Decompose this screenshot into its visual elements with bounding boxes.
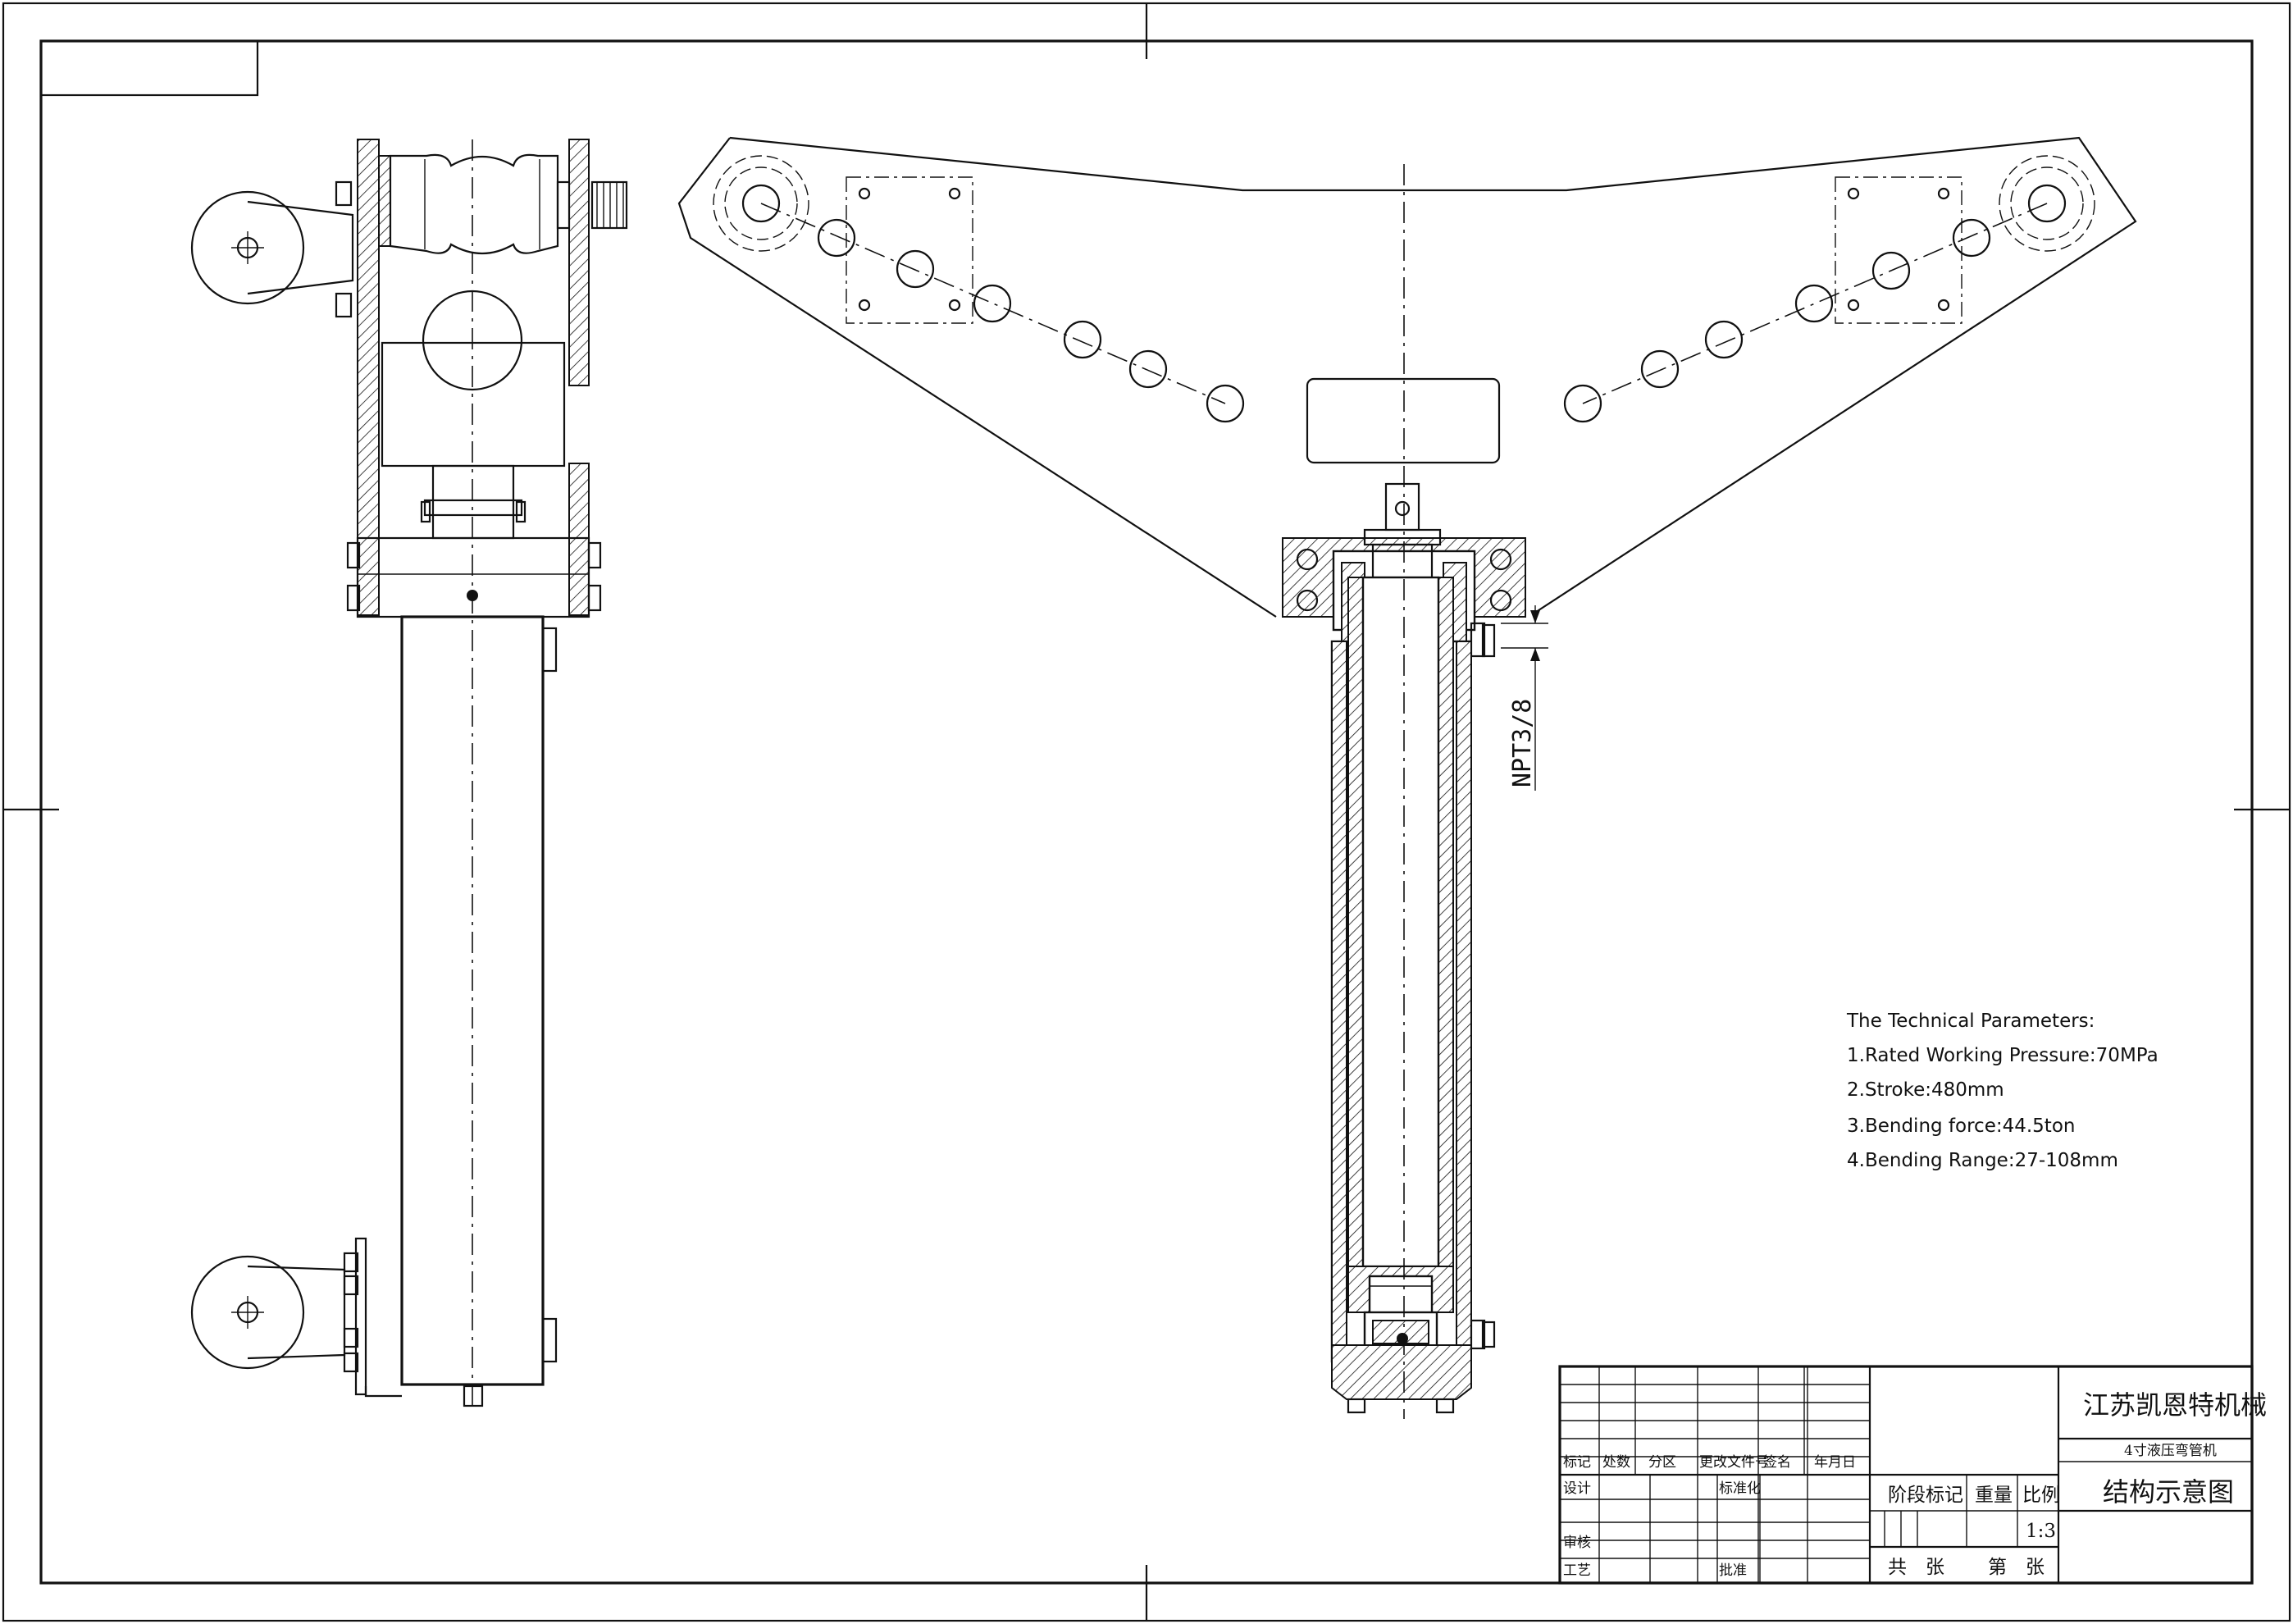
- npt-port-dimension: [1501, 605, 1548, 791]
- param-item: 3.Bending force:44.5ton: [1847, 1115, 2075, 1137]
- param-item: 2.Stroke:480mm: [1847, 1079, 2004, 1101]
- process-label: 工艺: [1563, 1562, 1591, 1579]
- npt-thread-label: NPT3/8: [1508, 699, 1537, 787]
- approval-label: 批准: [1719, 1562, 1747, 1579]
- designer-label: 设计: [1563, 1480, 1591, 1497]
- rev-header-sign: 签名: [1763, 1454, 1791, 1471]
- technical-parameters: The Technical Parameters: 1.Rated Workin…: [1846, 1010, 2159, 1171]
- param-item: 4.Bending Range:27-108mm: [1847, 1150, 2118, 1171]
- rev-header-count: 处数: [1602, 1454, 1630, 1471]
- rev-header-date: 年月日: [1814, 1454, 1856, 1471]
- scale-value: 1:3: [2026, 1521, 2056, 1542]
- title-block: 标记 处数 分区 更改文件号 签名 年月日 设计 标准化 审核 工艺 批准 阶段…: [1558, 1365, 2267, 1585]
- adjustment-holes-right: [1563, 203, 2048, 423]
- weight-label: 重量: [1975, 1485, 2013, 1506]
- drawing-title: 结构示意图: [2103, 1476, 2234, 1508]
- rev-header-docno: 更改文件号: [1699, 1454, 1769, 1471]
- reviewer-label: 审核: [1563, 1535, 1591, 1551]
- upper-roller-wheel: [190, 180, 354, 318]
- company-name: 江苏凯恩特机械: [2083, 1389, 2267, 1421]
- stage-mark-label: 阶段标记: [1888, 1485, 1963, 1506]
- scale-label: 比例: [2022, 1485, 2060, 1506]
- params-heading: The Technical Parameters:: [1846, 1010, 2095, 1032]
- lower-roller-wheel: [190, 1237, 402, 1398]
- sheets-total-label: 共: [1888, 1557, 1907, 1578]
- product-name: 4寸液压弯管机: [2124, 1443, 2217, 1459]
- adjustment-holes-left: [760, 203, 1245, 423]
- sheet-number-label: 第: [1988, 1557, 2007, 1578]
- rev-header-zone: 分区: [1648, 1454, 1676, 1471]
- sheets-unit-label: 张: [1926, 1557, 1944, 1578]
- side-view: [190, 139, 628, 1411]
- die-plate-bolts: [858, 187, 1950, 312]
- standardization-label: 标准化: [1719, 1480, 1761, 1497]
- param-item: 1.Rated Working Pressure:70MPa: [1847, 1045, 2159, 1066]
- sheet-number-unit: 张: [2026, 1557, 2045, 1578]
- front-view: [677, 136, 2137, 1419]
- rev-header-mark: 标记: [1563, 1454, 1591, 1471]
